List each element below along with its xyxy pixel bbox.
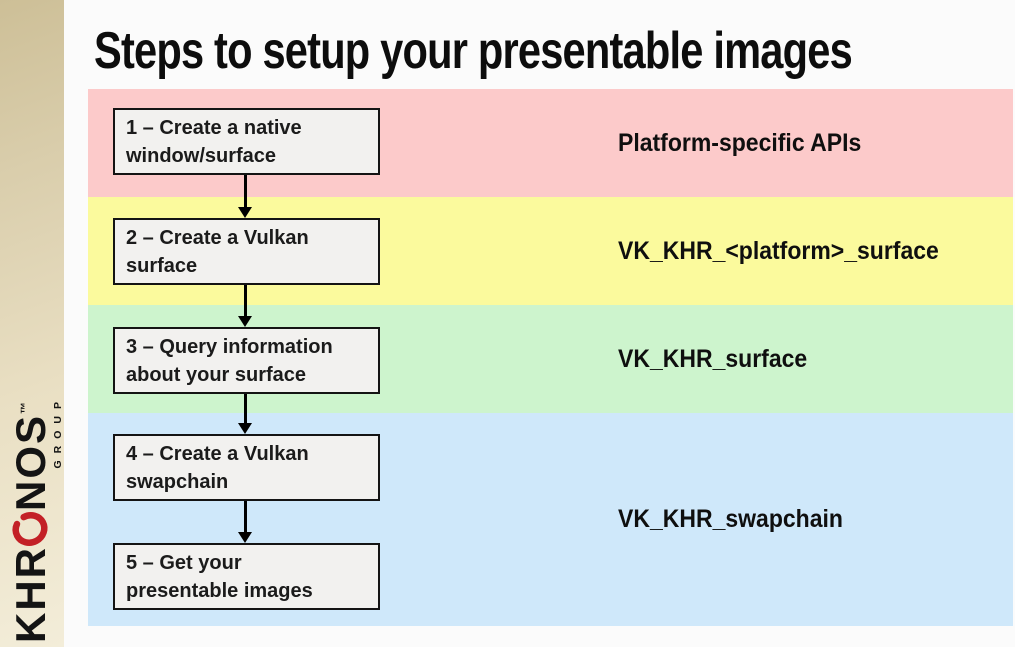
step-text-line: 1 – Create a native <box>126 117 302 139</box>
flow-arrow-down-icon <box>238 175 253 218</box>
step-text-line: 3 – Query information <box>126 336 333 358</box>
logo-text-end: NOS <box>7 413 54 511</box>
trademark-symbol: ™ <box>18 401 32 414</box>
step-text-line: surface <box>126 255 198 277</box>
flow-step-5: 5 – Get your presentable images <box>113 543 380 610</box>
step-text-line: swapchain <box>126 471 229 493</box>
band-label: VK_KHR_<platform>_surface <box>618 236 939 265</box>
band-label: VK_KHR_surface <box>618 344 808 373</box>
band-label: VK_KHR_swapchain <box>618 505 843 533</box>
flow-step-3: 3 – Query information about your surface <box>113 327 380 394</box>
khronos-swoosh-o-icon <box>7 510 55 548</box>
page-title: Steps to setup your presentable images <box>94 22 853 80</box>
step-text-line: about your surface <box>126 364 307 386</box>
step-text-line: 5 – Get your <box>126 552 242 574</box>
step-text-line: presentable images <box>126 580 313 602</box>
step-text-line: 4 – Create a Vulkan <box>126 443 309 465</box>
step-text-line: 2 – Create a Vulkan <box>126 227 309 249</box>
flow-arrow-down-icon <box>238 501 253 543</box>
flow-step-2: 2 – Create a Vulkan surface <box>113 218 380 285</box>
flow-arrow-down-icon <box>238 394 253 434</box>
step-text-line: window/surface <box>126 145 277 167</box>
logo-text-start: KHR <box>7 546 54 643</box>
flow-step-1: 1 – Create a native window/surface <box>113 108 380 175</box>
band-label: Platform-specific APIs <box>618 128 862 157</box>
flow-arrow-down-icon <box>238 285 253 327</box>
flow-step-4: 4 – Create a Vulkan swapchain <box>113 434 380 501</box>
